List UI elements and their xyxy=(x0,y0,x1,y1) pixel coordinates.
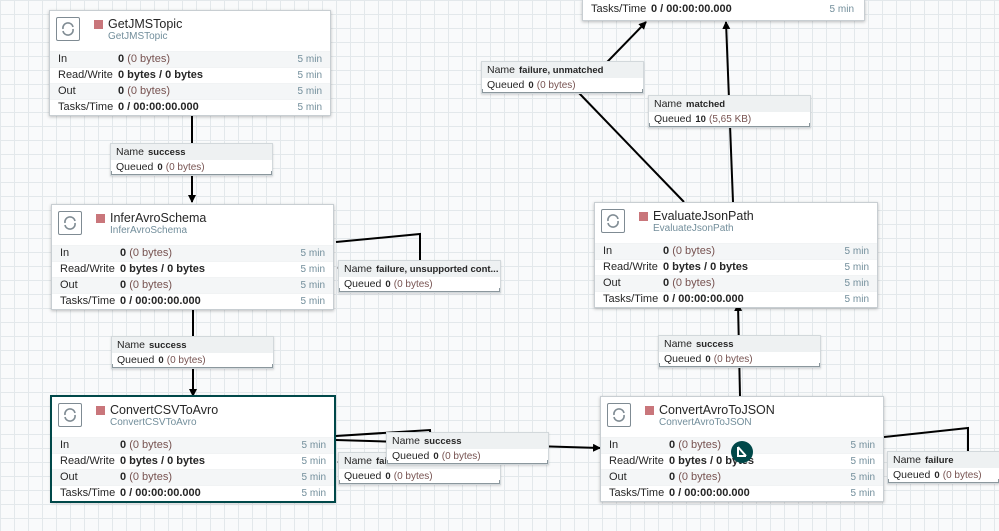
queue-bar xyxy=(339,480,500,484)
queue-bar xyxy=(387,460,548,464)
queue-bar xyxy=(659,363,820,367)
tasks-value: 0 / 00:00:00.000 xyxy=(651,3,732,15)
processor-icon xyxy=(607,403,631,427)
connection-line xyxy=(883,426,969,460)
queue-bar xyxy=(888,479,999,483)
cursor-badge-icon xyxy=(731,441,753,463)
processor-type: EvaluateJsonPath xyxy=(653,223,734,234)
processor-type: ConvertAvroToJSON xyxy=(659,417,752,428)
processor-name: ConvertCSVToAvro xyxy=(110,403,219,417)
processor-type: InferAvroSchema xyxy=(110,225,188,236)
stopped-status-icon xyxy=(639,212,648,221)
time-window: 5 min xyxy=(829,4,854,15)
processor-type: ConvertCSVToAvro xyxy=(110,417,197,428)
processor-name: GetJMSTopic xyxy=(108,17,183,31)
stopped-status-icon xyxy=(96,406,105,415)
queue-bar xyxy=(112,364,273,368)
processor-name: InferAvroSchema xyxy=(110,211,207,225)
stopped-status-icon xyxy=(96,214,105,223)
processor-icon xyxy=(58,403,82,427)
stopped-status-icon xyxy=(645,406,654,415)
processor-icon xyxy=(56,17,80,41)
processor-type: GetJMSTopic xyxy=(108,31,168,42)
processor-partial[interactable]: Tasks/Time 0 / 00:00:00.000 5 min xyxy=(582,0,865,21)
processor-icon xyxy=(58,211,82,235)
tasks-label: Tasks/Time xyxy=(591,3,647,15)
connection-line xyxy=(577,91,685,203)
queue-bar xyxy=(339,288,500,292)
queue-bar xyxy=(111,171,272,175)
stopped-status-icon xyxy=(94,20,103,29)
queue-bar xyxy=(482,89,643,93)
queue-bar xyxy=(649,123,810,127)
processor-icon xyxy=(601,209,625,233)
processor-name: EvaluateJsonPath xyxy=(653,209,754,223)
processor-name: ConvertAvroToJSON xyxy=(659,403,775,417)
